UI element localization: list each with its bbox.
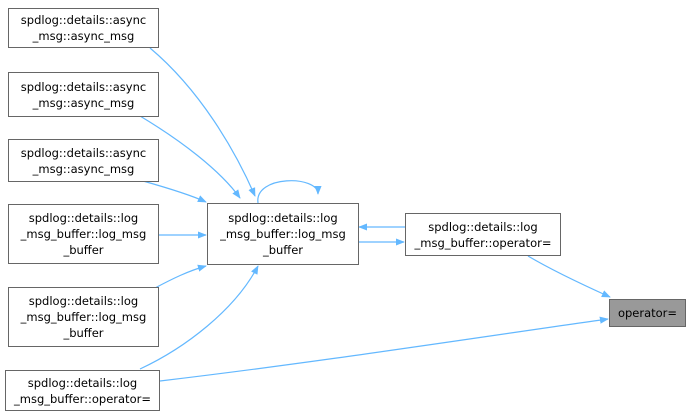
edge-opeqbottom-to-center	[139, 265, 259, 370]
node-async-msg-2[interactable]: spdlog::details::async _msg::async_msg	[8, 72, 159, 117]
node-label: spdlog::details::log _msg_buffer::log_ms…	[20, 211, 147, 257]
edge-logbuf2-to-center	[154, 264, 207, 289]
edge-async2-to-center	[139, 115, 241, 199]
node-log-msg-buffer-ctor-2[interactable]: spdlog::details::log _msg_buffer::log_ms…	[8, 287, 159, 347]
node-log-msg-buffer-ctor-center[interactable]: spdlog::details::log _msg_buffer::log_ms…	[207, 203, 359, 265]
edge-center-self-loop	[257, 180, 322, 204]
edge-opeqmid-to-target	[527, 255, 611, 298]
node-label: spdlog::details::log _msg_buffer::log_ms…	[220, 211, 346, 257]
node-async-msg-3[interactable]: spdlog::details::async _msg::async_msg	[8, 139, 159, 182]
node-async-msg-1[interactable]: spdlog::details::async _msg::async_msg	[8, 8, 159, 48]
edge-async3-to-center	[142, 180, 207, 203]
node-operator-assign-bottom[interactable]: spdlog::details::log _msg_buffer::operat…	[5, 370, 160, 411]
node-operator-assign-mid[interactable]: spdlog::details::log _msg_buffer::operat…	[405, 213, 561, 256]
node-label: operator=	[617, 306, 678, 320]
node-label: spdlog::details::log _msg_buffer::log_ms…	[20, 294, 147, 340]
edge-opeqbottom-to-target	[159, 316, 609, 382]
node-label: spdlog::details::log _msg_buffer::operat…	[14, 375, 151, 406]
node-operator-assign-current: operator=	[609, 299, 686, 327]
node-label: spdlog::details::async _msg::async_msg	[20, 79, 147, 110]
node-label: spdlog::details::async _msg::async_msg	[20, 13, 147, 43]
node-label: spdlog::details::log _msg_buffer::operat…	[414, 219, 552, 250]
node-log-msg-buffer-ctor-1[interactable]: spdlog::details::log _msg_buffer::log_ms…	[8, 204, 159, 264]
node-label: spdlog::details::async _msg::async_msg	[20, 145, 147, 176]
edge-async1-to-center	[149, 47, 256, 197]
